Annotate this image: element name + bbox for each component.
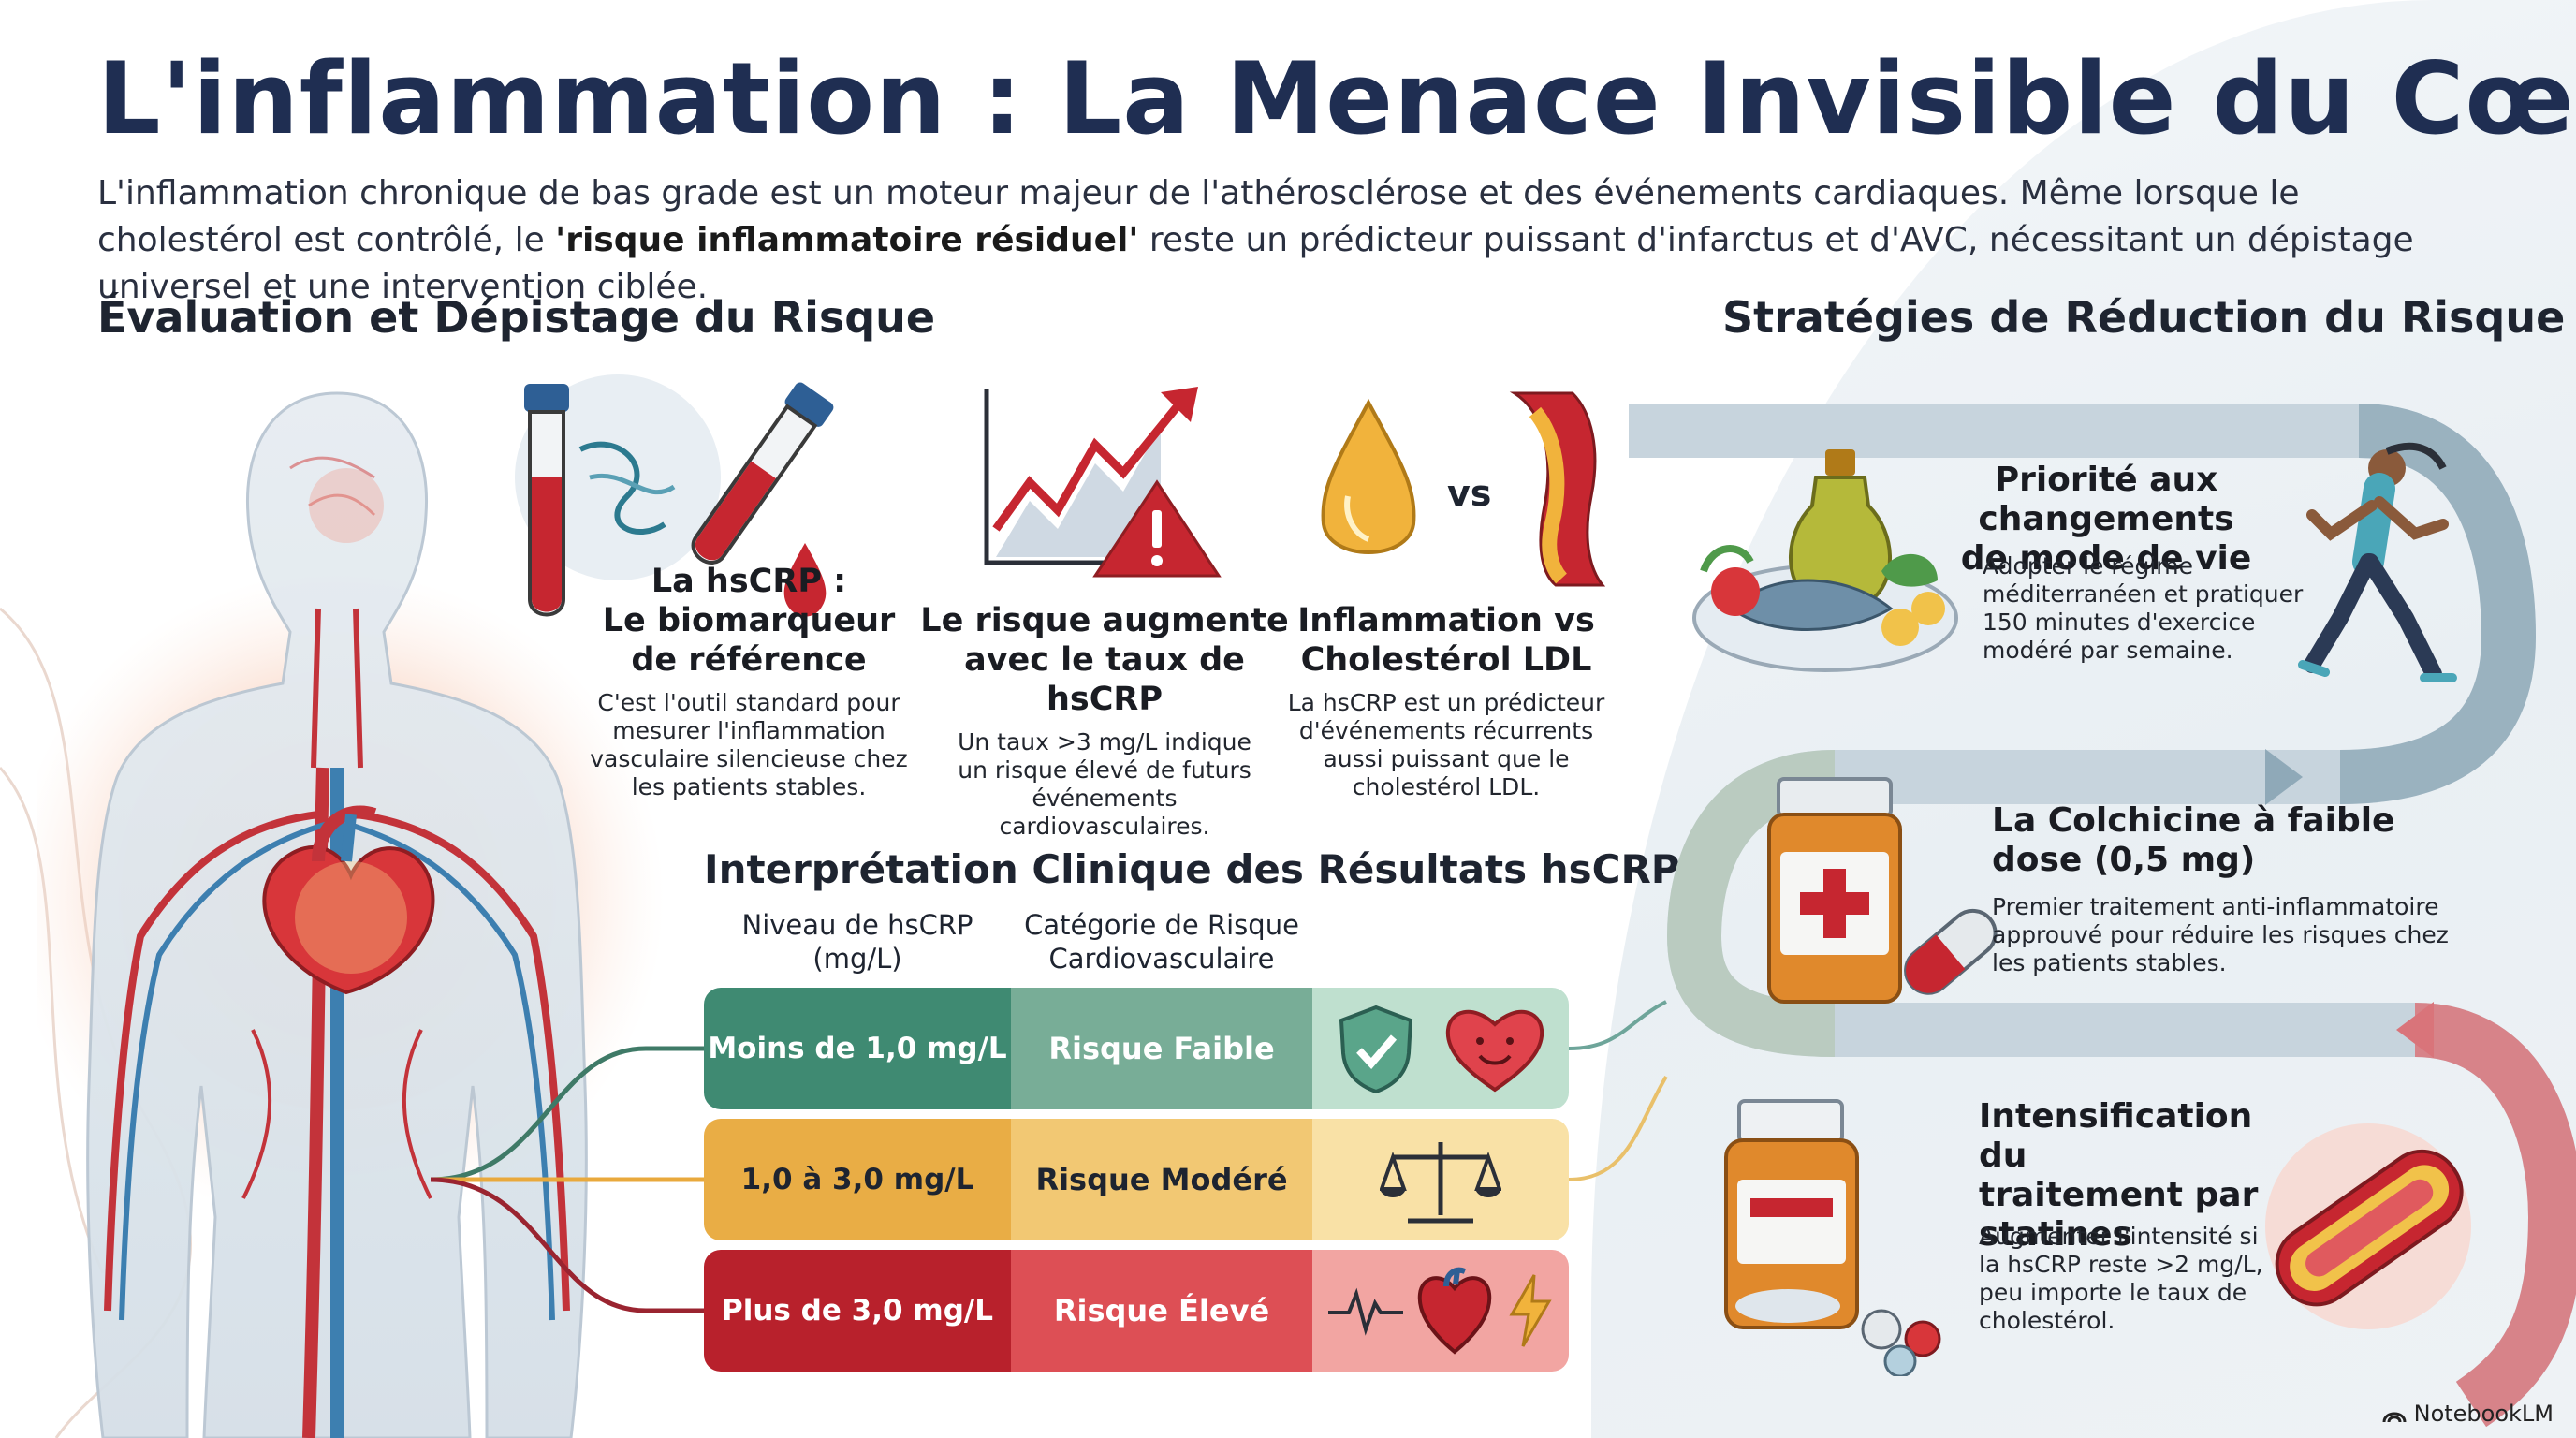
strategy-colchicine-body-2: approuvé pour réduire les risques chez — [1992, 921, 2449, 948]
table-row-high: Plus de 3,0 mg/L Risque Élevé — [704, 1250, 1569, 1372]
row-moderate-icons — [1312, 1119, 1569, 1240]
strategy-ribbon — [1629, 404, 2576, 1428]
table-row-moderate: 1,0 à 3,0 mg/L Risque Modéré — [704, 1119, 1569, 1240]
strategy-lifestyle-body-1: Adopter le régime — [1983, 552, 2194, 580]
right-section-title: Stratégies de Réduction du Risque — [1722, 292, 2566, 343]
strategy-lifestyle-body-2: méditerranéen et pratiquer — [1983, 580, 2304, 608]
strategy-lifestyle-title-1: Priorité aux changements — [1978, 461, 2234, 538]
strategy-statin-body-1: Augmenter l'intensité si — [1979, 1223, 2259, 1250]
card-risk-body-3: événements — [1032, 785, 1178, 812]
strategy-colchicine-body: Premier traitement anti-inflammatoire ap… — [1992, 893, 2479, 977]
lightning-icon — [1509, 1274, 1552, 1347]
table-row-low: Moins de 1,0 mg/L Risque Faible — [704, 988, 1569, 1109]
row-moderate-level: 1,0 à 3,0 mg/L — [704, 1119, 1011, 1240]
statin-bottle-icon — [1724, 1099, 1941, 1376]
left-section-title: Évaluation et Dépistage du Risque — [97, 292, 936, 343]
table-header-level: Niveau de hsCRP (mg/L) — [704, 908, 1011, 976]
intro-paragraph: L'inflammation chronique de bas grade es… — [97, 170, 2494, 311]
strategy-statin-title-1: Intensification du — [1979, 1097, 2253, 1175]
intro-bold: 'risque inflammatoire résiduel' — [555, 221, 1139, 259]
card-hscrp: La hsCRP : Le biomarqueur de référence C… — [580, 562, 917, 801]
strategy-colchicine-title-2: dose (0,5 mg) — [1992, 841, 2256, 879]
runner-icon — [2298, 442, 2457, 682]
strategy-lifestyle-title-2: de mode de vie — [1960, 539, 2252, 578]
row-low-level: Moins de 1,0 mg/L — [704, 988, 1011, 1109]
heartbeat-icon — [1328, 1287, 1403, 1336]
table-header-level-1: Niveau de hsCRP — [741, 909, 973, 941]
table-header-category: Catégorie de Risque Cardiovasculaire — [1011, 908, 1312, 976]
row-low-category: Risque Faible — [1011, 988, 1312, 1109]
strategy-colchicine-title: La Colchicine à faible dose (0,5 mg) — [1992, 801, 2460, 880]
card-hscrp-body-2: mesurer l'inflammation — [612, 717, 886, 744]
colchicine-bottle-icon — [1767, 777, 1998, 1004]
warning-triangle-icon — [1092, 479, 1222, 578]
row-moderate-category: Risque Modéré — [1011, 1119, 1312, 1240]
table-header-category-2: Cardiovasculaire — [1048, 943, 1275, 975]
card-hscrp-body-1: C'est l'outil standard pour — [597, 689, 900, 716]
card-ldl-body-2: d'événements récurrents — [1298, 717, 1594, 744]
card-hscrp-body-4: les patients stables. — [631, 773, 867, 800]
shield-check-icon — [1339, 1005, 1413, 1094]
strategy-lifestyle-body-3: 150 minutes d'exercice — [1983, 609, 2256, 636]
strategy-statin-title-2: traitement par — [1979, 1176, 2259, 1214]
table-header-level-2: (mg/L) — [812, 943, 902, 975]
strategy-statin-body: Augmenter l'intensité si la hsCRP reste … — [1979, 1223, 2288, 1335]
notebooklm-label: NotebookLM — [2413, 1401, 2554, 1427]
balance-scale-icon — [1380, 1142, 1501, 1224]
row-high-level: Plus de 3,0 mg/L — [704, 1250, 1011, 1372]
card-risk-body-4: cardiovasculaires. — [999, 813, 1210, 840]
strategy-colchicine-body-3: les patients stables. — [1992, 949, 2227, 976]
notebooklm-brand: NotebookLM — [2382, 1401, 2554, 1427]
intro-text-2: reste un prédicteur puissant d'infarctus… — [97, 221, 2414, 306]
card-ldl-title-1: Inflammation vs — [1297, 602, 1595, 639]
strategy-statin-body-3: peu importe le taux de — [1979, 1279, 2247, 1306]
smiling-heart-icon — [1445, 1009, 1544, 1093]
mediterranean-food-icon — [1692, 449, 1958, 672]
notebooklm-logo-icon — [2382, 1412, 2407, 1423]
strategy-statin-title: Intensification du traitement par statin… — [1979, 1097, 2288, 1255]
row-high-category: Risque Élevé — [1011, 1250, 1312, 1372]
intro-text-1: L'inflammation chronique de bas grade es… — [97, 174, 2300, 259]
card-ldl-body-4: cholestérol LDL. — [1352, 773, 1541, 800]
strategy-lifestyle-body: Adopter le régime méditerranéen et prati… — [1983, 552, 2320, 665]
card-ldl-body-1: La hsCRP est un prédicteur — [1287, 689, 1605, 716]
heart-icon — [1417, 1267, 1492, 1355]
droplet-vs-artery-icon: vs — [1321, 391, 1606, 587]
table-title: Interprétation Clinique des Résultats hs… — [704, 846, 1680, 892]
card-hscrp-title-2: Le biomarqueur — [602, 602, 896, 639]
card-risk-rises: Le risque augmente avec le taux de hsCRP… — [917, 601, 1292, 841]
card-hscrp-title-3: de référence — [631, 641, 867, 679]
artery-plaque-icon — [2265, 1123, 2471, 1329]
card-risk-body-2: un risque élevé de futurs — [958, 756, 1251, 784]
card-hscrp-title-1: La hsCRP : — [651, 563, 847, 600]
card-risk-title-2: avec le taux de hsCRP — [964, 641, 1245, 718]
strategy-lifestyle-body-4: modéré par semaine. — [1983, 637, 2233, 664]
card-hscrp-body-3: vasculaire silencieuse chez — [590, 745, 908, 772]
row-high-icons — [1312, 1250, 1569, 1372]
card-ldl-title-2: Cholestérol LDL — [1300, 641, 1592, 679]
test-tube-icon — [515, 374, 834, 617]
strategy-statin-body-4: cholestérol. — [1979, 1307, 2115, 1334]
strategy-lifestyle-title: Priorité aux changements de mode de vie — [1891, 461, 2321, 579]
strategy-statin-body-2: la hsCRP reste >2 mg/L, — [1979, 1251, 2263, 1278]
table-connectors — [430, 1000, 1668, 1313]
page-title: L'inflammation : La Menace Invisible du … — [97, 41, 2576, 156]
strategy-statin-title-3: statines — [1979, 1215, 2132, 1254]
card-risk-title-1: Le risque augmente — [920, 602, 1289, 639]
strategy-colchicine-title-1: La Colchicine à faible — [1992, 801, 2395, 840]
rising-chart-icon — [984, 387, 1222, 578]
strategy-colchicine-body-1: Premier traitement anti-inflammatoire — [1992, 893, 2439, 920]
heart-organ-icon — [262, 805, 435, 995]
table-header-category-1: Catégorie de Risque — [1024, 909, 1299, 941]
vs-label: vs — [1447, 473, 1491, 514]
row-low-icons — [1312, 988, 1569, 1109]
card-inflammation-vs-ldl: Inflammation vs Cholestérol LDL La hsCRP… — [1273, 601, 1619, 801]
card-ldl-body-3: aussi puissant que le — [1323, 745, 1570, 772]
card-risk-body-1: Un taux >3 mg/L indique — [958, 728, 1251, 756]
